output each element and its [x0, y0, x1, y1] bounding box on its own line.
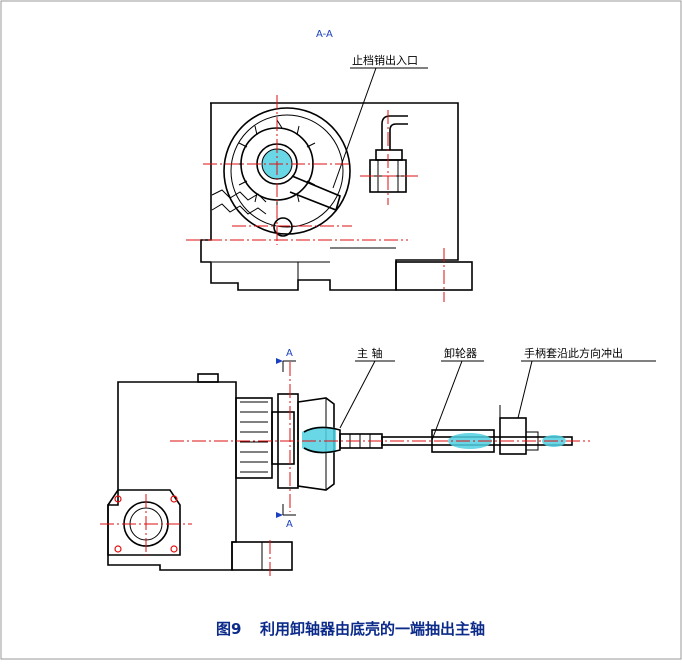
- bore-inner-circle: [230, 114, 344, 228]
- callout-puller: 卸轮器: [444, 346, 477, 360]
- housing-lug: [395, 261, 473, 291]
- oil-pipe: [381, 115, 408, 150]
- lower-hole: [273, 217, 293, 237]
- top-section-view: A-A 止档销出入口: [186, 29, 473, 302]
- section-label-aa: A-A: [316, 29, 333, 40]
- puller-body: [431, 429, 495, 453]
- bore-circle: [223, 107, 351, 235]
- flange-bolt-holes: [114, 495, 178, 553]
- callout-main-shaft: 主 轴: [357, 346, 383, 360]
- bottom-elevation-view: 主 轴 卸轮器 手柄套沿此方向冲出 A A: [100, 346, 656, 576]
- caption-figure-number: 图9: [216, 620, 241, 638]
- housing-outline: [200, 102, 459, 291]
- bolt-hole: [114, 545, 122, 553]
- caption-text: 利用卸轴器由底壳的一端抽出主轴: [260, 620, 485, 638]
- spline-teeth: [240, 401, 268, 473]
- callout-handle: 手柄套沿此方向冲出: [524, 346, 623, 360]
- handle-sleeve: [499, 417, 527, 455]
- section-arrow-bottom: [282, 504, 296, 516]
- callout-puller-leader: [431, 360, 463, 441]
- callout-handle-leader: [517, 360, 533, 419]
- spline-hub: [235, 397, 273, 479]
- gearbox-housing: [107, 381, 237, 571]
- nut-upper: [375, 149, 403, 161]
- section-mark-top: A: [286, 348, 293, 359]
- section-arrow-top-head: [276, 358, 283, 364]
- bolt-hole: [170, 495, 178, 503]
- callout-stop-pin-leader: [332, 67, 377, 189]
- main-shaft-highlight: [302, 426, 336, 454]
- callout-main-shaft-leader: [339, 360, 376, 429]
- bolt-hole: [170, 545, 178, 553]
- shift-lever: [289, 175, 341, 212]
- flange: [107, 489, 181, 556]
- callout-stop-pin: 止档销出入口: [352, 53, 418, 67]
- section-arrow-bottom-head: [276, 512, 283, 518]
- section-mark-bottom: A: [286, 519, 293, 530]
- bolt-hole: [114, 495, 122, 503]
- section-arrow-top: [282, 360, 296, 372]
- figure-caption: 图9 利用卸轴器由底壳的一端抽出主轴: [216, 620, 485, 638]
- housing-top-tab: [197, 373, 219, 383]
- hub-collar: [271, 411, 295, 465]
